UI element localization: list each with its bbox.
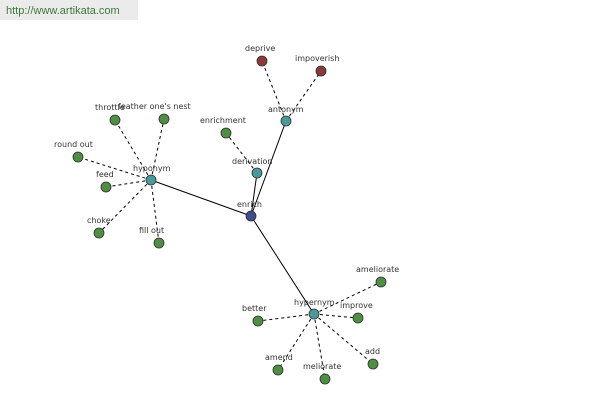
edges-layer [77,60,382,380]
node-label-improve: improve [340,301,373,310]
node-label-ameliorate: ameliorate [356,265,399,274]
edge-antonym-impoverish [285,70,322,122]
node-derivation[interactable]: derivation [232,157,272,179]
edge-hypernym-amend [277,313,315,371]
node-label-enrich: enrich [237,200,262,209]
node-throttle[interactable]: throttle [95,103,125,126]
node-dot-roundout[interactable] [72,151,84,163]
edge-enrich-antonym [250,120,287,217]
node-label-feed: feed [96,170,114,179]
edge-antonym-deprive [261,60,287,122]
node-label-hyponym: hyponym [133,164,171,173]
edge-derivation-enrichment [225,132,258,174]
node-dot-hypernym[interactable] [308,308,320,320]
node-label-impoverish: impoverish [295,54,339,63]
edge-hypernym-ameliorate [313,281,382,315]
node-label-roundout: round out [54,140,93,149]
node-label-antonym: antonym [268,105,304,114]
node-hyponym[interactable]: hyponym [133,164,171,186]
node-label-meliorate: meliorate [303,362,341,371]
node-label-better: better [242,304,267,313]
node-impoverish[interactable]: impoverish [295,54,339,77]
node-meliorate[interactable]: meliorate [303,362,341,385]
node-label-enrichment: enrichment [200,116,246,125]
node-dot-amend[interactable] [272,364,284,376]
node-antonym[interactable]: antonym [268,105,304,127]
node-choke[interactable]: choke [87,216,111,239]
edge-enrich-derivation [250,172,258,217]
node-label-fillout: fill out [139,226,164,235]
node-fillout[interactable]: fill out [139,226,165,249]
node-dot-hyponym[interactable] [145,174,157,186]
edge-hyponym-fillout [150,179,160,244]
node-amend[interactable]: amend [265,353,293,376]
node-label-deprive: deprive [245,44,275,53]
edge-hypernym-meliorate [313,313,326,380]
node-enrichment[interactable]: enrichment [200,116,246,139]
edge-hyponym-feed [105,179,152,188]
node-label-add: add [365,347,380,356]
node-ameliorate[interactable]: ameliorate [356,265,399,288]
node-deprive[interactable]: deprive [245,44,275,67]
edge-enrich-hyponym [150,179,252,217]
node-dot-fillout[interactable] [153,237,165,249]
node-dot-enrich[interactable] [245,210,257,222]
edge-hypernym-improve [313,313,359,319]
edge-enrich-hypernym [250,215,315,315]
node-label-choke: choke [87,216,111,225]
node-dot-add[interactable] [367,358,379,370]
node-dot-antonym[interactable] [280,115,292,127]
node-dot-better[interactable] [252,315,264,327]
edge-hyponym-feather [150,118,165,181]
node-dot-deprive[interactable] [256,55,268,67]
node-hypernym[interactable]: hypernym [294,298,335,320]
node-dot-enrichment[interactable] [220,127,232,139]
edge-hyponym-choke [98,179,152,234]
node-dot-improve[interactable] [352,312,364,324]
node-dot-ameliorate[interactable] [375,276,387,288]
node-label-hypernym: hypernym [294,298,335,307]
node-dot-derivation[interactable] [251,167,263,179]
nodes-layer: enrich antonym hyponym hypernym derivation de… [54,44,399,385]
node-label-throttle: throttle [95,103,125,112]
node-dot-throttle[interactable] [109,114,121,126]
node-label-feather: feather one's nest [118,102,191,111]
source-url-banner[interactable]: http://www.artikata.com [0,0,138,20]
edge-hypernym-better [257,313,315,322]
node-dot-meliorate[interactable] [319,373,331,385]
node-better[interactable]: better [242,304,267,327]
node-add[interactable]: add [365,347,380,370]
node-enrich[interactable]: enrich [237,200,262,222]
node-feather[interactable]: feather one's nest [118,102,191,125]
node-feed[interactable]: feed [96,170,114,193]
node-dot-choke[interactable] [93,227,105,239]
node-improve[interactable]: improve [340,301,373,324]
node-dot-feather[interactable] [158,113,170,125]
edge-hypernym-add [313,313,374,365]
node-roundout[interactable]: round out [54,140,93,163]
node-dot-impoverish[interactable] [315,65,327,77]
node-label-derivation: derivation [232,157,272,166]
node-label-amend: amend [265,353,293,362]
edge-hyponym-roundout [77,156,152,181]
node-dot-feed[interactable] [100,181,112,193]
